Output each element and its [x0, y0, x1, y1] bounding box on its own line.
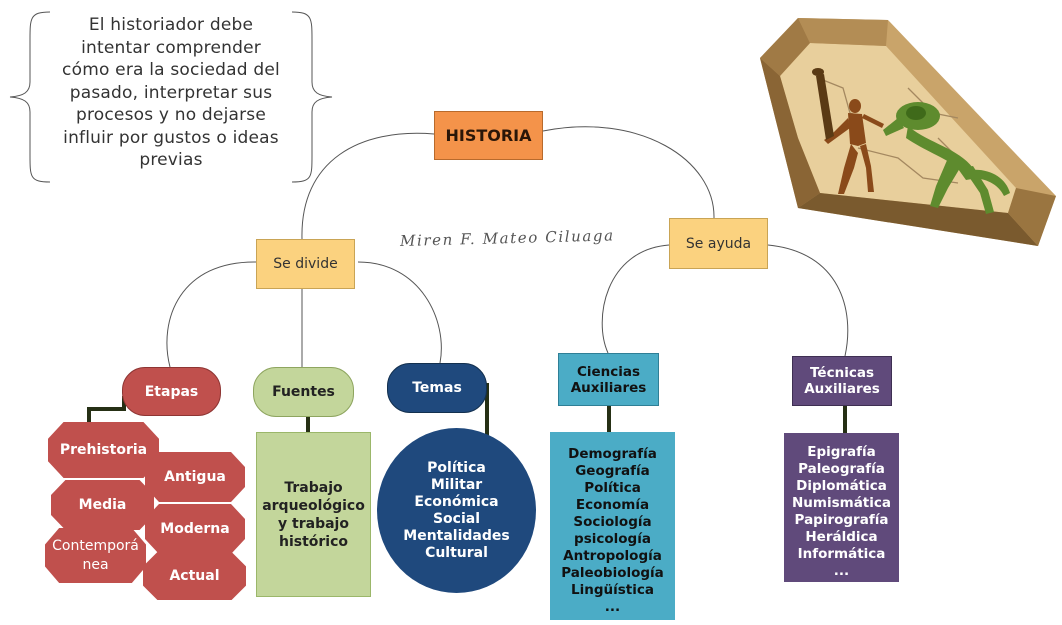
tecnica-item: Epigrafía: [807, 443, 876, 460]
branch-se-ayuda: Se ayuda: [669, 218, 768, 269]
tema-item: Cultural: [425, 544, 488, 561]
root-node-historia: HISTORIA: [434, 111, 543, 160]
quote-right-brace: [291, 11, 333, 183]
tecnica-item: Diplomática: [796, 477, 887, 494]
fuentes-line: y trabajo: [278, 515, 349, 532]
tecnica-item: ...: [833, 562, 850, 579]
tema-item: Económica: [414, 493, 499, 510]
fuentes-description: Trabajo arqueológico y trabajo histórico: [256, 432, 371, 597]
tema-item: Social: [432, 510, 481, 527]
quote-line: procesos y no dejarse: [75, 105, 267, 125]
quote-line: pasado, interpretar sus: [69, 82, 273, 103]
ciencias-label-line2: Auxiliares: [570, 379, 647, 396]
ciencia-item: ...: [604, 598, 621, 615]
quote-line: intentar comprender: [81, 37, 261, 58]
cave-painting-illustration: [760, 18, 1056, 246]
tecnica-item: Heráldica: [805, 528, 878, 545]
temas-list: Política Militar Económica Social Mental…: [377, 428, 536, 593]
stage-media: Media: [51, 480, 154, 530]
tecnicas-label-line2: Auxiliares: [804, 381, 880, 397]
tema-item: Militar: [430, 476, 483, 493]
tecnica-item: Numismática: [791, 494, 891, 511]
branch-se-divide: Se divide: [256, 239, 355, 289]
tecnica-item: Informática: [797, 545, 886, 562]
tema-item: Mentalidades: [403, 527, 510, 544]
node-tecnicas-auxiliares: Técnicas Auxiliares: [792, 356, 892, 406]
ciencia-item: Antropología: [563, 547, 662, 564]
ciencia-item: Sociología: [573, 514, 652, 531]
ciencia-item: Política: [584, 480, 641, 497]
quote-left-brace: [9, 11, 51, 183]
quote-line: El historiador debe: [88, 15, 254, 35]
quote-line: cómo era la sociedad del: [62, 60, 280, 80]
tema-item: Política: [427, 459, 486, 476]
ciencia-item: Lingüística: [571, 581, 654, 598]
node-fuentes: Fuentes: [253, 367, 354, 417]
stage-antigua: Antigua: [145, 452, 245, 502]
ciencia-item: Geografía: [575, 463, 650, 480]
tecnicas-list: Epigrafía Paleografía Diplomática Numism…: [784, 433, 899, 582]
historian-quote: El historiador debe intentar comprender …: [40, 14, 302, 184]
node-ciencias-auxiliares: Ciencias Auxiliares: [558, 353, 659, 406]
stage-contemporanea-line1: Contemporá: [52, 537, 139, 554]
node-etapas: Etapas: [122, 367, 221, 416]
ciencias-label-line1: Ciencias: [576, 363, 641, 380]
fuentes-line: arqueológico: [262, 497, 365, 514]
stage-contemporanea-line2: nea: [82, 556, 109, 573]
tecnica-item: Paleografía: [798, 460, 885, 477]
fuentes-line: Trabajo: [284, 479, 343, 496]
ciencia-item: Demografía: [568, 446, 657, 463]
stage-prehistoria: Prehistoria: [48, 422, 159, 478]
quote-line: influir por gustos o ideas: [63, 127, 279, 148]
tecnica-item: Papirografía: [794, 511, 889, 528]
quote-line: previas: [139, 150, 203, 170]
stage-contemporanea: Contemporá nea: [45, 528, 146, 583]
stage-actual: Actual: [143, 552, 246, 600]
ciencias-list: Demografía Geografía Política Economía S…: [550, 432, 675, 620]
ciencia-item: Economía: [575, 497, 650, 514]
stage-moderna: Moderna: [145, 504, 245, 554]
node-temas: Temas: [387, 363, 487, 413]
ciencia-item: psicología: [574, 531, 651, 547]
fuentes-line: histórico: [278, 533, 349, 550]
ciencia-item: Paleobiología: [561, 564, 664, 581]
tecnicas-label-line1: Técnicas: [810, 365, 874, 381]
